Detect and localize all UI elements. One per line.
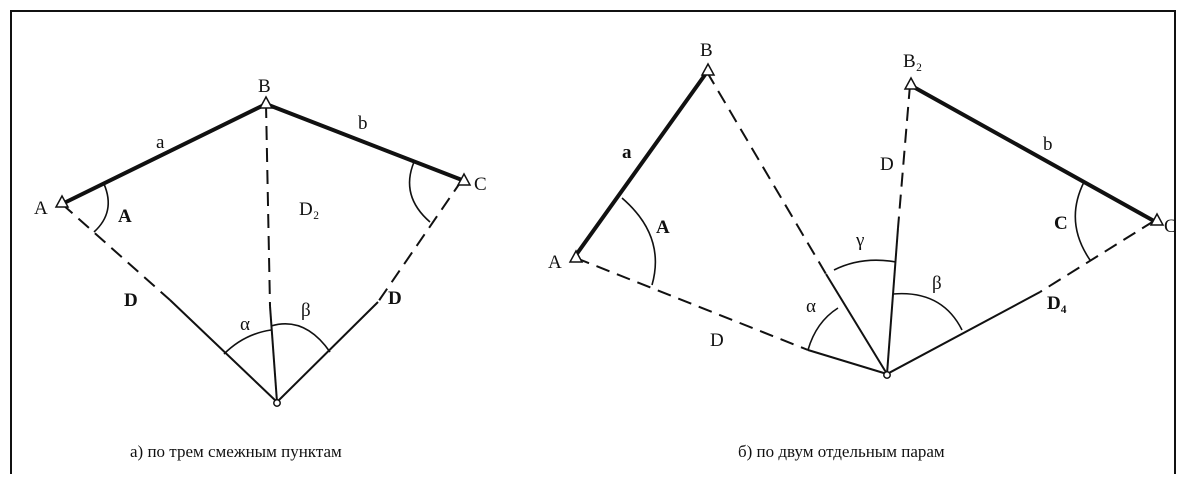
panel-b-point-a-marker bbox=[568, 249, 584, 263]
panel-a-label-side-b: b bbox=[358, 113, 368, 134]
panel-a-label-point-c: C bbox=[474, 174, 487, 195]
panel-b-label-d-mid: D bbox=[880, 154, 894, 175]
panel-b-ray-b2mid bbox=[886, 227, 899, 375]
panel-b-dash-bray bbox=[706, 71, 827, 275]
panel-b-point-b-marker bbox=[700, 62, 716, 76]
panel-b-angle-a-arc bbox=[621, 197, 657, 286]
panel-a-angle-c-arc bbox=[408, 161, 431, 223]
panel-b-label-gamma: γ bbox=[855, 230, 864, 251]
panel-a-angle-a-arc bbox=[93, 183, 110, 233]
panel-b-angle-beta-arc bbox=[892, 292, 963, 331]
panel-a-label-alpha: α bbox=[240, 314, 250, 335]
panel-b-label-point-b2: B₂ bbox=[903, 51, 922, 72]
panel-b-ray-right bbox=[886, 291, 1041, 375]
panel-b-ray-bmid bbox=[825, 273, 888, 375]
panel-a-label-beta: β bbox=[301, 300, 311, 321]
panel-b-ray-left bbox=[807, 349, 888, 375]
panel-b-label-beta: β bbox=[932, 273, 942, 294]
panel-a-label-side-a: a bbox=[156, 132, 165, 153]
panel-b-dash-b2d bbox=[897, 84, 911, 229]
panel-a-label-angle-a: A bbox=[118, 206, 132, 227]
panel-a-ray-left bbox=[169, 299, 278, 403]
frame-border bbox=[10, 10, 1176, 474]
panel-b-station-point bbox=[883, 371, 891, 379]
panel-a-point-c-marker bbox=[456, 172, 472, 186]
panel-b-angle-c-arc bbox=[1074, 181, 1091, 261]
panel-a-angle-beta-arc bbox=[270, 323, 331, 353]
panel-a-station-point bbox=[273, 399, 281, 407]
panel-b-label-angle-a: A bbox=[656, 217, 670, 238]
panel-b-point-b2-marker bbox=[903, 76, 919, 90]
panel-a-point-b-marker bbox=[258, 95, 274, 109]
panel-b-label-angle-c: C bbox=[1054, 213, 1068, 234]
panel-b-side-b bbox=[908, 83, 1156, 223]
panel-a-caption: а) по трем смежным пунктам bbox=[130, 442, 342, 461]
panel-a-dash-cd bbox=[377, 179, 463, 303]
panel-a-side-a bbox=[60, 102, 268, 206]
panel-b-label-point-c: C bbox=[1164, 216, 1177, 237]
panel-a: A B C a b A D₂ D D α β а) по трем смежны… bbox=[34, 76, 487, 461]
panel-b-dash-cd4 bbox=[1039, 220, 1155, 293]
panel-a-label-d-left: D bbox=[124, 290, 138, 311]
panel-a-label-point-b: B bbox=[258, 76, 271, 97]
panel-b-angle-gamma-arc bbox=[833, 259, 897, 271]
panel-b-label-side-b: b bbox=[1043, 134, 1053, 155]
panel-b-point-c-marker bbox=[1149, 212, 1165, 226]
panel-a-label-point-a: A bbox=[34, 198, 48, 219]
panel-a-label-d2: D₂ bbox=[299, 199, 319, 220]
panel-a-side-b bbox=[264, 102, 464, 182]
panel-b-label-d4: D₄ bbox=[1047, 293, 1067, 314]
panel-a-dash-bd2 bbox=[265, 103, 271, 307]
panel-a-dash-ad bbox=[61, 203, 171, 301]
panel-a-label-d-right: D bbox=[388, 288, 402, 309]
panel-b-label-point-b: B bbox=[700, 40, 713, 61]
panel-a-angle-alpha-arc bbox=[223, 329, 272, 355]
panel-a-ray-right bbox=[276, 301, 379, 403]
panel-b-caption: б) по двум отдельным парам bbox=[738, 442, 945, 461]
panel-b: A B B₂ C a b A C D γ α β D D₄ б) по двум… bbox=[548, 40, 1177, 461]
panel-b-dash-ad bbox=[575, 257, 809, 351]
panel-b-label-alpha: α bbox=[806, 296, 816, 317]
panel-b-label-point-a: A bbox=[548, 252, 562, 273]
panel-b-side-a bbox=[574, 70, 709, 257]
panel-b-angle-alpha-arc bbox=[807, 307, 839, 351]
panel-a-ray-mid bbox=[269, 305, 278, 403]
panel-b-label-d: D bbox=[710, 330, 724, 351]
panel-b-label-side-a: a bbox=[622, 142, 632, 163]
panel-a-point-a-marker bbox=[54, 194, 70, 208]
